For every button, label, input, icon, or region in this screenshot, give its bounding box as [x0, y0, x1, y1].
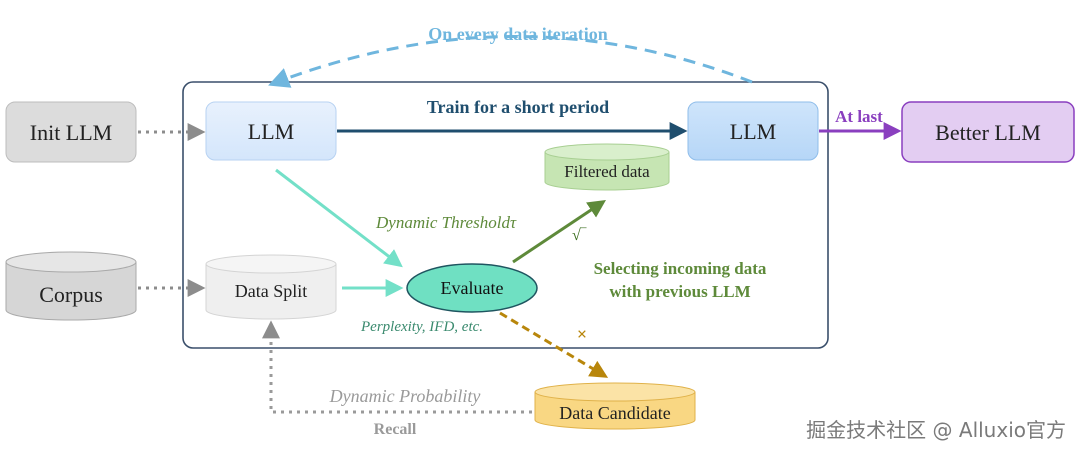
selecting-line2: with previous LLM	[609, 282, 750, 301]
llm-right-label: LLM	[730, 119, 776, 144]
evaluate-node	[406, 263, 538, 313]
better-llm-label: Better LLM	[935, 120, 1041, 145]
evaluate-to-candidate-arrow	[499, 311, 609, 378]
at-last-label: At last	[835, 107, 883, 126]
init-llm-node	[5, 101, 137, 163]
watermark: 掘金技术社区 @ Alluxio官方	[806, 418, 1066, 442]
evaluate-label: Evaluate	[441, 278, 504, 298]
loop-arrow	[268, 35, 753, 88]
iteration-container	[182, 81, 829, 349]
llm-right-node	[687, 101, 819, 161]
dynamic-probability-label: Dynamic Probability	[329, 386, 481, 406]
evaluate-to-filtered-arrow	[512, 200, 606, 264]
data-split-node: Data Split	[205, 254, 337, 320]
recall-label: Recall	[374, 421, 417, 438]
filtered-data-label: Filtered data	[564, 162, 650, 181]
better-llm-node	[901, 101, 1075, 163]
check-mark: √‾	[572, 226, 587, 244]
selecting-line1: Selecting incoming data	[594, 259, 767, 278]
init-llm-label: Init LLM	[30, 120, 113, 145]
data-candidate-node: Data Candidate	[534, 382, 696, 430]
data-split-label: Data Split	[235, 281, 308, 301]
llm-to-evaluate-arrow	[275, 168, 403, 268]
data-candidate-label: Data Candidate	[559, 403, 670, 423]
dynamic-threshold-label: Dynamic Thresholdτ	[375, 213, 517, 232]
cross-mark: ×	[577, 324, 587, 344]
loop-label: On every data iteration	[428, 24, 607, 44]
corpus-node: Corpus	[5, 251, 137, 321]
filtered-data-node: Filtered data	[544, 143, 670, 191]
llm-left-node	[205, 101, 337, 161]
train-label: Train for a short period	[427, 97, 609, 117]
corpus-label: Corpus	[39, 282, 103, 307]
llm-left-label: LLM	[248, 119, 294, 144]
perplexity-label: Perplexity, IFD, etc.	[360, 319, 483, 335]
